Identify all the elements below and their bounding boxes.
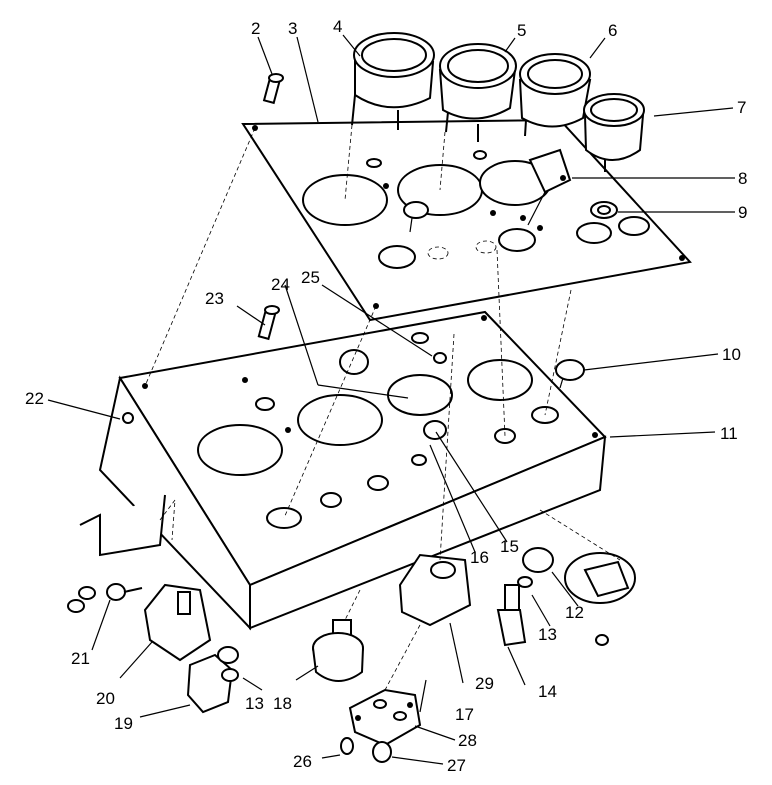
switch-12-assembly bbox=[496, 547, 554, 647]
gauge-5 bbox=[438, 43, 517, 142]
callout-3: 3 bbox=[288, 19, 297, 38]
callout-24: 24 bbox=[271, 275, 290, 294]
callout-13a: 13 bbox=[538, 625, 557, 644]
callout-15: 15 bbox=[500, 537, 519, 556]
callout-2: 2 bbox=[251, 19, 260, 38]
callout-13b: 13 bbox=[245, 694, 264, 713]
gasket-plate bbox=[564, 552, 636, 646]
callout-5: 5 bbox=[517, 21, 526, 40]
nut-27 bbox=[372, 741, 392, 763]
switch-19 bbox=[186, 646, 239, 714]
callout-19: 19 bbox=[114, 714, 133, 733]
callout-23: 23 bbox=[205, 289, 224, 308]
callout-28: 28 bbox=[458, 731, 477, 750]
switch-20 bbox=[143, 583, 212, 662]
callout-labels: 2 3 4 5 6 7 8 9 10 11 12 13 14 15 16 17 … bbox=[25, 17, 747, 775]
screw-23 bbox=[257, 305, 280, 341]
callout-16: 16 bbox=[470, 548, 489, 567]
callout-11: 11 bbox=[720, 424, 738, 443]
relay-29 bbox=[398, 553, 472, 627]
knob-10 bbox=[555, 359, 585, 389]
callout-12: 12 bbox=[565, 603, 584, 622]
callout-10: 10 bbox=[722, 345, 741, 364]
callout-6: 6 bbox=[608, 21, 617, 40]
instrument-panel bbox=[241, 118, 692, 322]
gauge-6 bbox=[518, 53, 592, 137]
callout-29: 29 bbox=[475, 674, 494, 693]
callout-26: 26 bbox=[293, 752, 312, 771]
callout-14: 14 bbox=[538, 682, 557, 701]
key-switch bbox=[527, 148, 572, 226]
screw-2 bbox=[262, 73, 284, 105]
gauge-7 bbox=[583, 93, 645, 172]
callout-7: 7 bbox=[737, 98, 746, 117]
callout-4: 4 bbox=[333, 17, 342, 36]
switch-18 bbox=[312, 619, 364, 682]
leader-lines bbox=[47, 34, 735, 765]
screw-26 bbox=[340, 737, 354, 755]
screw-22 bbox=[122, 412, 134, 424]
callout-17: 17 bbox=[455, 705, 474, 724]
gauge-4 bbox=[351, 32, 435, 130]
panel-knob bbox=[403, 201, 429, 233]
alignment-lines bbox=[144, 124, 621, 691]
callout-8: 8 bbox=[738, 169, 747, 188]
plate-28 bbox=[348, 688, 422, 747]
screw-21 bbox=[106, 583, 143, 601]
callout-18: 18 bbox=[273, 694, 292, 713]
callout-22: 22 bbox=[25, 389, 44, 408]
callout-9: 9 bbox=[738, 203, 747, 222]
nuts-left bbox=[67, 586, 96, 613]
callout-20: 20 bbox=[96, 689, 115, 708]
callout-25: 25 bbox=[301, 268, 320, 287]
switch-nut bbox=[590, 201, 618, 219]
callout-21: 21 bbox=[71, 649, 90, 668]
callout-27: 27 bbox=[447, 756, 466, 775]
console-housing bbox=[79, 310, 607, 631]
